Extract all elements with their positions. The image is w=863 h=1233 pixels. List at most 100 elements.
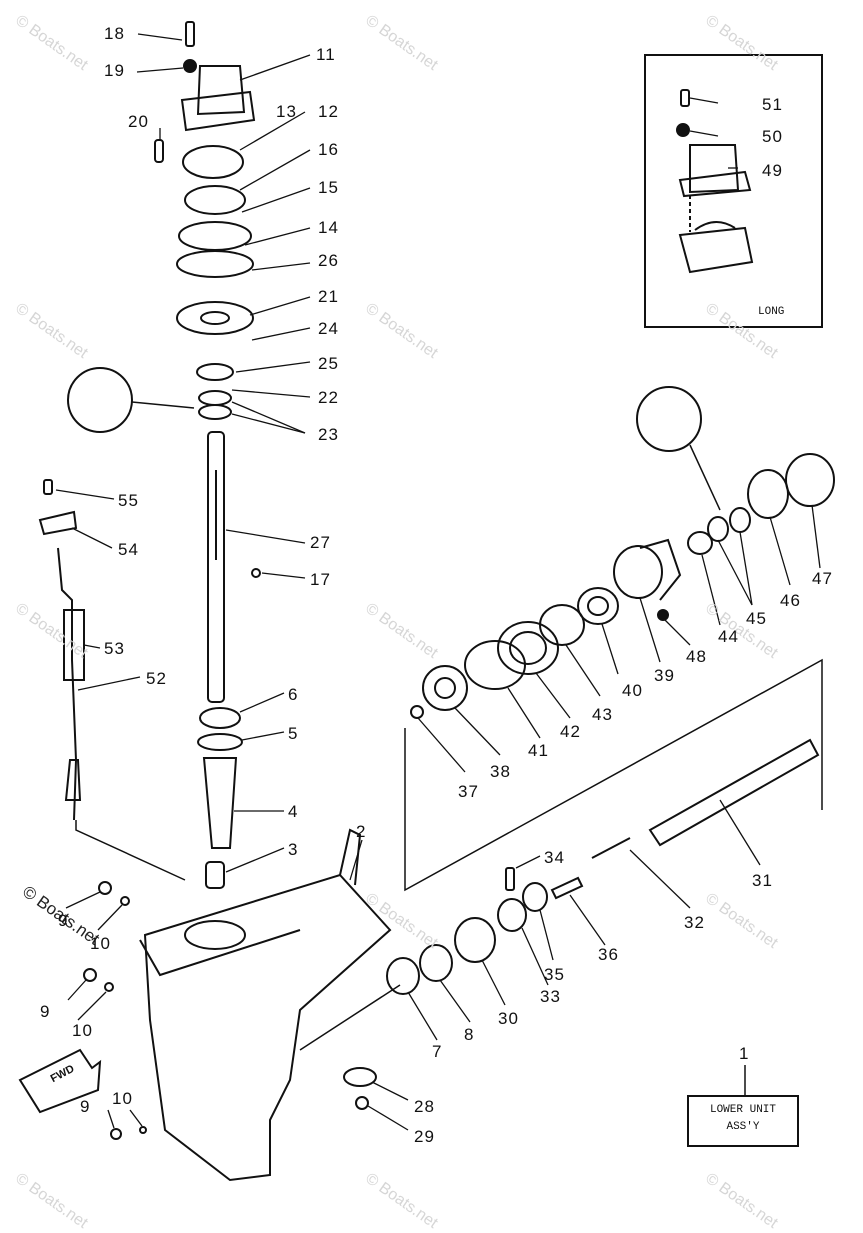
callout-5: 5	[288, 724, 299, 743]
bearing-6	[199, 707, 241, 729]
callout-7: 7	[432, 1042, 443, 1061]
pin-20	[154, 139, 164, 163]
anode-28	[343, 1067, 377, 1087]
bearing-44	[687, 531, 713, 555]
bolt-9a	[98, 881, 112, 895]
callout-11: 11	[316, 45, 336, 64]
washer-37	[410, 705, 424, 719]
callout-42: 42	[560, 722, 581, 741]
bolt-9c	[110, 1128, 122, 1140]
exploded-parts-diagram: © Boats.net © Boats.net © Boats.net © Bo…	[12, 12, 835, 1232]
inset-washer	[676, 123, 690, 137]
ring-41	[464, 640, 526, 690]
callout-19: 19	[104, 61, 125, 80]
seal-23b	[198, 404, 232, 420]
inset-water-pump-housing	[689, 144, 740, 194]
callout-2: 2	[356, 822, 367, 841]
callout-24: 24	[318, 319, 339, 338]
bolt-18	[185, 21, 195, 47]
detail-magnifier-right	[636, 386, 702, 452]
shim-7	[386, 957, 420, 995]
callout-43: 43	[592, 705, 613, 724]
callout-15: 15	[318, 178, 339, 197]
callout-18: 18	[104, 24, 125, 43]
bolt-29	[355, 1096, 369, 1110]
seal-45b	[729, 507, 751, 533]
callout-6: 6	[288, 685, 299, 704]
fwd-arrow	[18, 1048, 102, 1114]
callout-8: 8	[464, 1025, 475, 1044]
clutch-33	[497, 898, 527, 932]
callout-14: 14	[318, 218, 339, 237]
callout-16: 16	[318, 140, 339, 159]
callout-13: 13	[276, 102, 297, 121]
ring-42	[497, 621, 559, 675]
callout-40: 40	[622, 681, 643, 700]
washer-10a	[120, 896, 130, 906]
callout-22: 22	[318, 388, 339, 407]
callout-54: 54	[118, 540, 139, 559]
nut-47	[785, 453, 835, 507]
inset-lower-housing	[678, 226, 754, 274]
washer-10c	[139, 1126, 147, 1134]
clamp-54	[38, 510, 78, 536]
callout-29: 29	[414, 1127, 435, 1146]
callout-34: 34	[544, 848, 565, 867]
plunger-32	[591, 837, 631, 859]
callout-33: 33	[540, 987, 561, 1006]
assembly-label: LOWER UNIT ASS'Y	[690, 1102, 796, 1135]
detail-magnifier-left	[67, 367, 133, 433]
callout-28: 28	[414, 1097, 435, 1116]
assembly-label-box	[687, 1095, 799, 1147]
plate-15	[184, 185, 246, 215]
callout-25: 25	[318, 354, 339, 373]
callout-31: 31	[752, 871, 773, 890]
callout-50: 50	[762, 127, 783, 146]
seal-45a	[707, 516, 729, 542]
callout-20: 20	[128, 112, 149, 131]
washer-10b	[104, 982, 114, 992]
callout-53: 53	[104, 639, 125, 658]
ring-46	[747, 469, 789, 519]
gear-30	[454, 917, 496, 963]
pin-34	[505, 867, 515, 891]
callout-55: 55	[118, 491, 139, 510]
callout-49: 49	[762, 161, 783, 180]
bushing-3	[205, 861, 225, 889]
callout-9: 9	[80, 1097, 91, 1116]
callout-27: 27	[310, 533, 331, 552]
callout-10: 10	[112, 1089, 133, 1108]
gasket-14	[178, 221, 252, 251]
prop-shaft-group-frame	[404, 658, 823, 892]
bolt-9b	[83, 968, 97, 982]
callout-35: 35	[544, 965, 565, 984]
pump-housing-11	[196, 65, 246, 116]
ball-48	[657, 609, 669, 621]
callout-23: 23	[318, 425, 339, 444]
sleeve-4	[202, 757, 238, 849]
callout-45: 45	[746, 609, 767, 628]
seal-25	[196, 363, 234, 381]
assembly-ref-number: 1	[739, 1044, 750, 1063]
callout-9: 9	[40, 1002, 51, 1021]
propeller-shaft-31	[648, 738, 820, 847]
callout-30: 30	[498, 1009, 519, 1028]
inset-bolt	[680, 89, 690, 107]
callout-44: 44	[718, 627, 739, 646]
cap-39	[613, 545, 663, 599]
callout-12: 12	[318, 102, 339, 121]
callout-48: 48	[686, 647, 707, 666]
callout-26: 26	[318, 251, 339, 270]
lower-case-2	[143, 873, 392, 1182]
pin-36	[550, 876, 584, 900]
shim-5	[197, 733, 243, 751]
long-shaft-inset-frame	[644, 54, 823, 328]
callout-32: 32	[684, 913, 705, 932]
callout-3: 3	[288, 840, 299, 859]
callout-41: 41	[528, 741, 549, 760]
impeller-16	[182, 145, 244, 179]
callout-10: 10	[72, 1021, 93, 1040]
bearing-8	[419, 944, 453, 982]
shift-rod-52	[57, 547, 78, 821]
callout-39: 39	[654, 666, 675, 685]
